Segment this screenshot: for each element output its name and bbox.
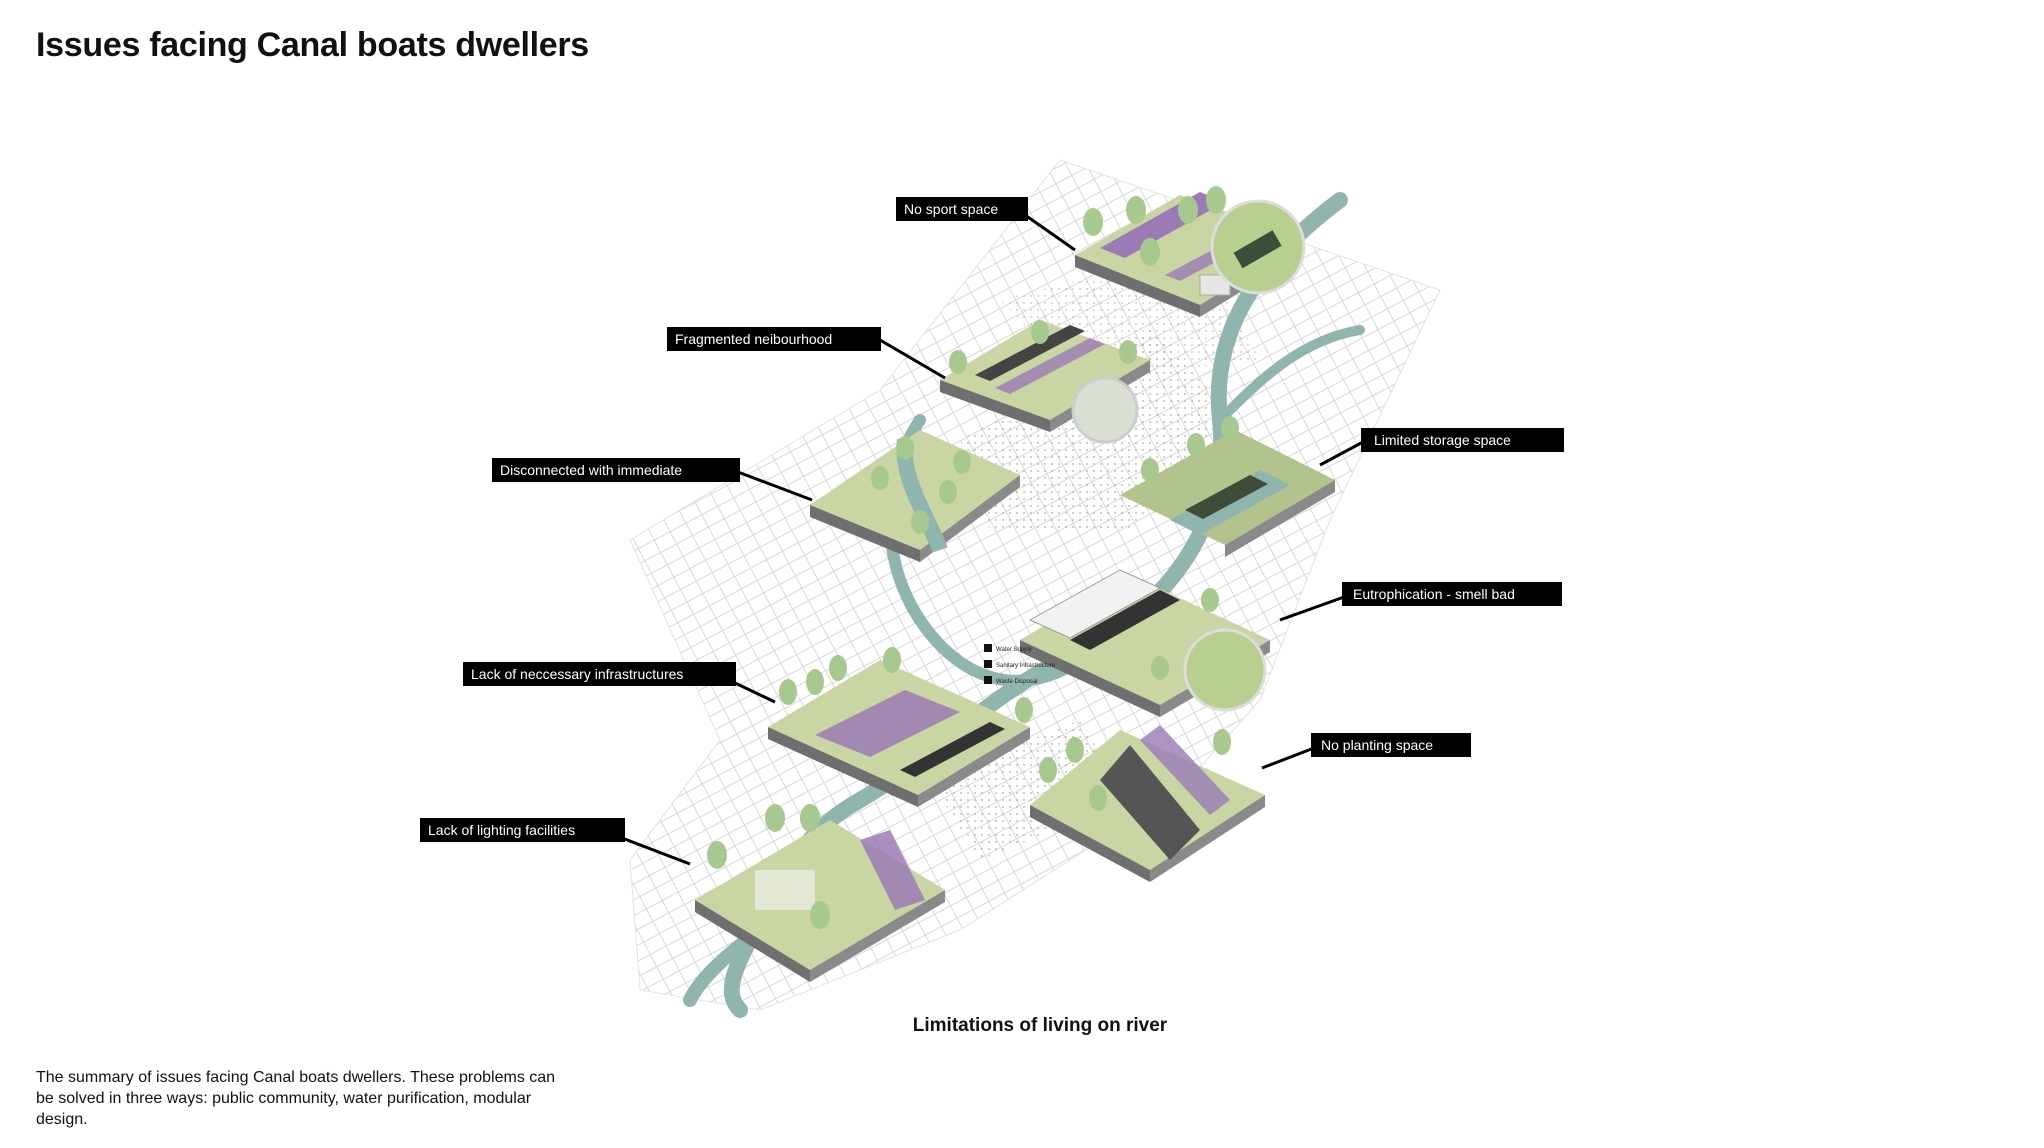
callout-disconnected: Disconnected with immediate — [492, 458, 813, 502]
legend-item: Sanitary Infrastructure — [996, 663, 1056, 669]
callout-infrastructure: Lack of neccessary infrastructures — [463, 662, 776, 704]
page-title: Issues facing Canal boats dwellers — [36, 26, 589, 64]
platform-no-sport — [1075, 186, 1306, 317]
tree-icon — [1151, 588, 1219, 680]
tree-icon — [1039, 729, 1231, 811]
platform-lighting — [695, 804, 945, 982]
callout-lighting: Lack of lighting facilities — [420, 818, 691, 866]
tree-icon — [871, 436, 971, 534]
label-fragmented: Fragmented neibourhood — [675, 331, 832, 347]
infrastructure-legend: Water Supply Sanitary Infrastructure Was… — [984, 644, 1056, 685]
tree-icon — [779, 647, 1033, 723]
platform-infrastructure — [768, 647, 1033, 807]
label-lighting: Lack of lighting facilities — [428, 822, 575, 838]
label-eutrophication: Eutrophication - smell bad — [1353, 586, 1515, 602]
platform-fragmented — [940, 320, 1150, 444]
platform-disconnected — [810, 430, 1020, 562]
legend-item: Water Supply — [996, 647, 1032, 653]
summary-text: The summary of issues facing Canal boats… — [36, 1069, 556, 1128]
label-no-sport: No sport space — [904, 201, 998, 217]
callout-storage: Limited storage space — [1319, 428, 1564, 467]
label-infrastructure: Lack of neccessary infrastructures — [471, 666, 683, 682]
callout-planting: No planting space — [1261, 733, 1471, 770]
tree-icon — [1141, 416, 1239, 482]
platform-planting — [1030, 725, 1265, 882]
label-disconnected: Disconnected with immediate — [500, 462, 682, 478]
platform-eutrophication — [1020, 569, 1270, 717]
label-planting: No planting space — [1321, 737, 1433, 753]
diagram-caption: Limitations of living on river — [912, 1015, 1168, 1036]
platform-storage — [1120, 416, 1335, 557]
tree-icon — [707, 804, 830, 929]
tree-icon — [1083, 186, 1226, 266]
callout-no-sport: No sport space — [896, 197, 1076, 252]
label-storage: Limited storage space — [1374, 432, 1511, 448]
callout-eutrophication: Eutrophication - smell bad — [1279, 582, 1562, 622]
callout-fragmented: Fragmented neibourhood — [667, 327, 946, 380]
tree-icon — [949, 320, 1137, 374]
legend-item: Waste Disposal — [996, 679, 1037, 685]
